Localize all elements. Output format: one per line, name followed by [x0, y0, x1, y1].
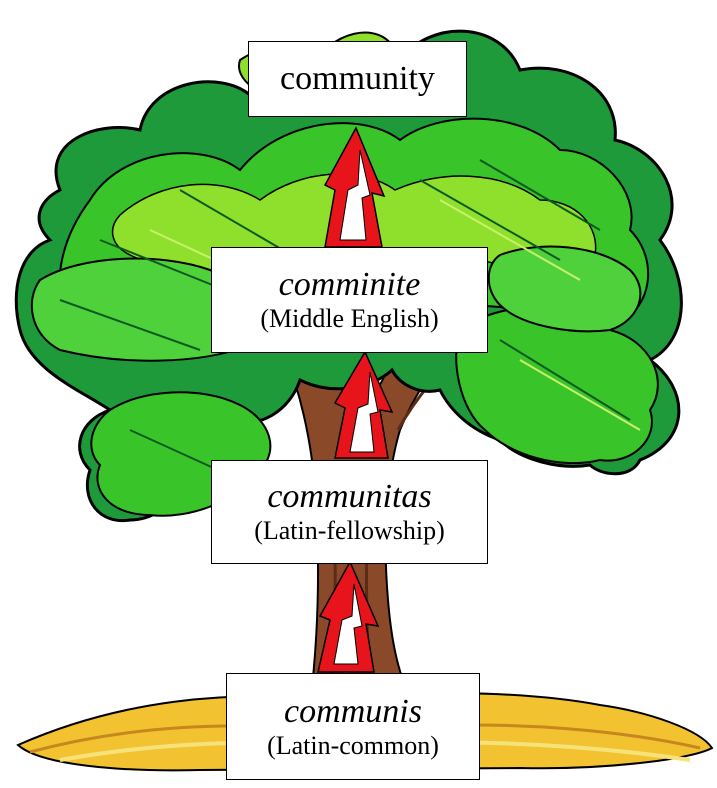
stage-word: communitas [267, 478, 432, 515]
stage-box-community: community [248, 41, 467, 117]
arrow-up-icon [333, 350, 394, 459]
stage-language: (Latin-fellowship) [254, 516, 445, 545]
stage-language: (Middle English) [260, 304, 439, 333]
stage-word: comminite [278, 266, 421, 303]
stage-language: (Latin-common) [267, 730, 439, 760]
stage-word: community [280, 60, 435, 97]
evolution-arrows [317, 126, 394, 673]
stage-box-comminite: comminite (Middle English) [211, 247, 488, 353]
arrow-up-icon [317, 560, 380, 673]
stage-box-communis: communis (Latin-common) [226, 673, 480, 780]
stage-word: communis [284, 692, 422, 730]
stage-box-communitas: communitas (Latin-fellowship) [211, 460, 488, 564]
